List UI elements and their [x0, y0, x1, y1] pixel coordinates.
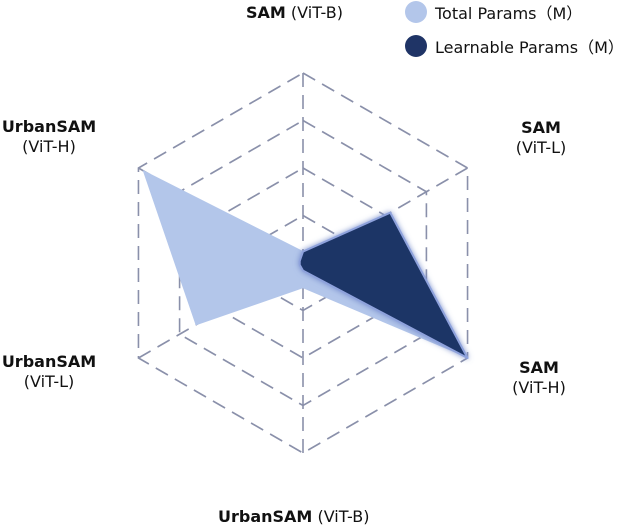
axis-label-urbansam-vit-l: UrbanSAM(ViT-L): [1, 352, 97, 391]
axis-label-urbansam-vit-h: UrbanSAM(ViT-H): [1, 117, 97, 156]
legend-item-learnable-params: Learnable Params（M）: [405, 34, 624, 58]
legend-swatch-total-params: [405, 1, 427, 23]
axis-label-sam-vit-l: SAM(ViT-L): [515, 118, 567, 157]
axis-label-sam-vit-b: SAM (ViT-B): [246, 3, 343, 22]
legend-label-total-params: Total Params（M）: [435, 4, 583, 23]
series-area-learnable-params: [298, 211, 469, 359]
legend-item-total-params: Total Params（M）: [405, 0, 582, 24]
legend: Total Params（M） Learnable Params（M）: [405, 0, 636, 70]
legend-swatch-learnable-params: [405, 35, 427, 57]
axis-label-urbansam-vit-b: UrbanSAM (ViT-B): [218, 507, 370, 526]
legend-label-learnable-params: Learnable Params（M）: [435, 38, 624, 57]
axis-label-sam-vit-h: SAM(ViT-H): [512, 358, 566, 397]
